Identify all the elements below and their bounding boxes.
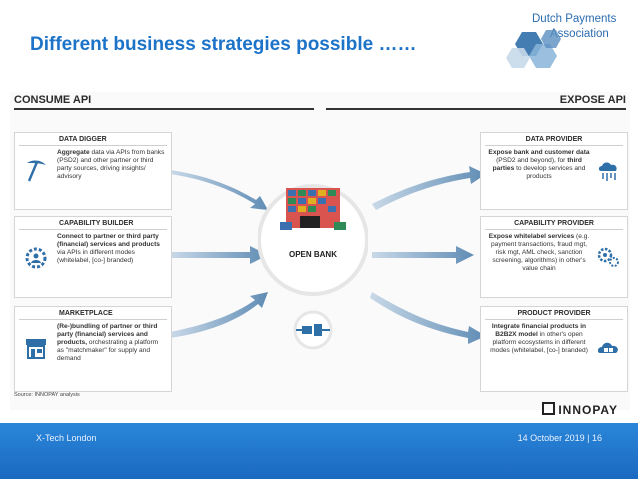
hexagon-logo-icon (506, 30, 561, 68)
box-body: Integrate financial products in B2B2X mo… (481, 320, 627, 355)
box-body-text: (PSD2 and beyond), for (496, 157, 568, 164)
open-bank-circle (258, 184, 368, 350)
footer-event: X-Tech London (36, 433, 97, 443)
dpa-logo: Dutch Payments Association (502, 12, 632, 82)
logo-text: Dutch Payments Association (532, 12, 616, 42)
box-title: CAPABILITY PROVIDER (485, 217, 623, 230)
box-body-text: in other's open platform ecosystems in d… (490, 331, 588, 354)
logo-line-2: Association (550, 28, 609, 40)
open-bank-center: OPEN BANK (258, 170, 368, 370)
box-body: Aggregate data via APIs from banks (PSD2… (15, 146, 171, 181)
box-title: DATA DIGGER (19, 133, 167, 146)
box-body-bold: Expose bank and customer data (488, 149, 590, 156)
box-body-bold: Integrate financial products in B2B2X mo… (491, 323, 587, 338)
arrow-data-digger (170, 170, 268, 210)
logo-line-1: Dutch Payments (532, 13, 617, 25)
consume-api-header: CONSUME API (14, 92, 314, 110)
box-data-provider: DATA PROVIDER Expose bank and customer d… (480, 132, 628, 210)
box-body-bold-2: third parties (492, 157, 582, 172)
box-body: (Re-)bundling of partner or third party … (15, 320, 171, 363)
box-product-provider: PRODUCT PROVIDER Integrate financial pro… (480, 306, 628, 392)
innopay-logo: INNOPAY (542, 402, 618, 417)
box-body-bold: Aggregate (57, 149, 90, 156)
product-cloud-icon (597, 342, 618, 353)
arrow-marketplace (170, 292, 268, 338)
cloud-data-icon (598, 162, 617, 181)
box-body: Expose bank and customer data (PSD2 and … (481, 146, 627, 181)
box-title: CAPABILITY BUILDER (19, 217, 167, 230)
innopay-square-icon (542, 402, 556, 415)
box-body-text: via APIs in different modes (whitelabel,… (57, 249, 135, 264)
storefront-icon (26, 339, 46, 359)
box-body-text: (e.g. payment transactions, fraud mgt, r… (490, 233, 590, 272)
box-body: Expose whitelabel services (e.g. payment… (481, 230, 627, 273)
expose-api-header: EXPOSE API (326, 92, 626, 110)
open-banking-figure: CONSUME API EXPOSE API DATA DIGGER Aggre… (10, 92, 630, 410)
arrow-capability-builder (170, 246, 268, 264)
box-capability-builder: CAPABILITY BUILDER Connect to partner or… (14, 216, 172, 298)
box-marketplace: MARKETPLACE (Re-)bundling of partner or … (14, 306, 172, 392)
plug-icon (296, 324, 330, 336)
slide-title: Different business strategies possible …… (30, 34, 417, 55)
box-title: PRODUCT PROVIDER (485, 307, 623, 320)
innopay-text: INNOPAY (558, 403, 618, 417)
arrow-data-provider (372, 166, 486, 210)
footer-date-page: 14 October 2019 | 16 (517, 433, 602, 443)
building-blocks-icon (280, 188, 346, 230)
box-body: Connect to partner or third party (finan… (15, 230, 171, 265)
open-bank-label: OPEN BANK (288, 250, 337, 259)
arrow-product-provider (370, 292, 486, 344)
box-body-text: orchestrating a platform as "matchmaker"… (57, 339, 159, 362)
gears-icon (597, 247, 619, 267)
box-body-text: data via APIs from banks (PSD2) and othe… (57, 149, 165, 180)
gear-people-icon (25, 247, 47, 269)
box-body-text-2: to develop services and products (514, 165, 586, 180)
arrows-layer (170, 166, 486, 344)
box-body-bold: Expose whitelabel services (488, 233, 575, 240)
box-title: MARKETPLACE (19, 307, 167, 320)
pickaxe-icon (27, 160, 46, 182)
box-data-digger: DATA DIGGER Aggregate data via APIs from… (14, 132, 172, 210)
box-body-bold: Connect to partner or third party (finan… (57, 233, 160, 248)
footer-bar: X-Tech London 14 October 2019 | 16 (0, 423, 638, 479)
arrow-capability-provider (372, 246, 474, 264)
box-title: DATA PROVIDER (485, 133, 623, 146)
box-capability-provider: CAPABILITY PROVIDER Expose whitelabel se… (480, 216, 628, 298)
box-body-bold: (Re-)bundling of partner or third party … (57, 323, 158, 346)
source-note: Source: INNOPAY analysis (14, 392, 80, 398)
